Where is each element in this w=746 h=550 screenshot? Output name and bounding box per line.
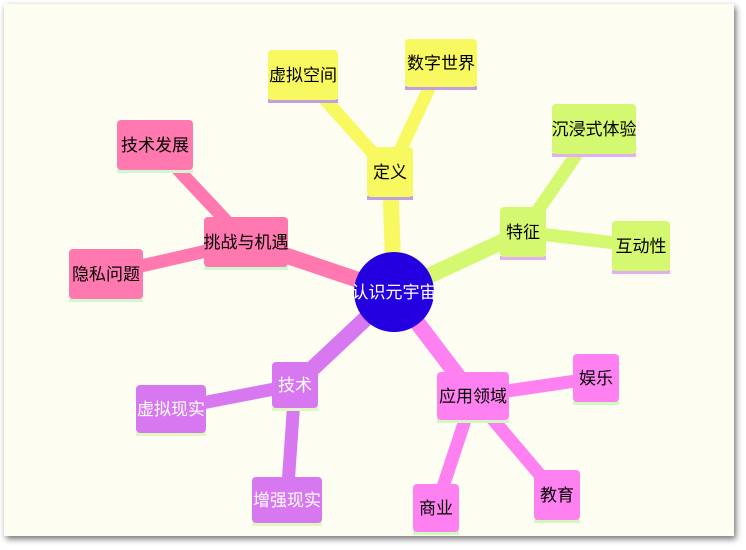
node-box bbox=[413, 484, 459, 532]
node-label: 教育 bbox=[540, 486, 574, 506]
node-label: 特征 bbox=[506, 223, 540, 243]
node-box bbox=[117, 120, 193, 170]
leaf-node[interactable]: 教育 bbox=[534, 470, 580, 523]
branch-node[interactable]: 应用领域 bbox=[437, 372, 509, 423]
node-underline bbox=[612, 270, 670, 274]
node-label: 隐私问题 bbox=[72, 265, 140, 285]
leaf-node[interactable]: 互动性 bbox=[612, 221, 670, 274]
branch-node[interactable]: 技术 bbox=[272, 362, 318, 411]
node-label: 技术发展 bbox=[121, 136, 189, 156]
node-box bbox=[204, 217, 288, 267]
node-box bbox=[573, 354, 619, 402]
leaf-node[interactable]: 商业 bbox=[413, 484, 459, 535]
leaf-node[interactable]: 技术发展 bbox=[117, 120, 193, 173]
node-label: 沉浸式体验 bbox=[552, 120, 637, 140]
root-label: 认识元宇宙 bbox=[352, 283, 437, 303]
node-box bbox=[552, 104, 636, 154]
node-underline bbox=[272, 407, 318, 411]
leaf-node[interactable]: 娱乐 bbox=[573, 354, 619, 405]
node-box bbox=[534, 470, 580, 520]
node-underline bbox=[367, 196, 413, 200]
node-box bbox=[612, 221, 670, 271]
node-label: 虚拟现实 bbox=[137, 400, 205, 420]
node-underline bbox=[573, 401, 619, 405]
node-underline bbox=[500, 256, 546, 260]
branch-node[interactable]: 定义 bbox=[367, 147, 413, 200]
leaf-node[interactable]: 增强现实 bbox=[252, 477, 322, 526]
leaf-node[interactable]: 虚拟空间 bbox=[268, 50, 338, 103]
node-label: 挑战与机遇 bbox=[204, 233, 289, 253]
node-underline bbox=[69, 298, 143, 302]
root-node[interactable]: 认识元宇宙 bbox=[352, 252, 437, 332]
node-box bbox=[367, 147, 413, 197]
leaf-node[interactable]: 虚拟现实 bbox=[136, 385, 206, 436]
leaf-node[interactable]: 沉浸式体验 bbox=[552, 104, 637, 157]
node-underline bbox=[437, 419, 509, 423]
node-underline bbox=[534, 519, 580, 523]
node-label: 虚拟空间 bbox=[269, 66, 337, 86]
node-box bbox=[272, 362, 318, 408]
node-label: 数字世界 bbox=[407, 54, 475, 74]
node-underline bbox=[136, 432, 206, 436]
leaf-node[interactable]: 数字世界 bbox=[405, 39, 477, 90]
node-label: 增强现实 bbox=[253, 491, 321, 511]
node-label: 娱乐 bbox=[579, 369, 613, 389]
node-underline bbox=[413, 531, 459, 535]
node-label: 互动性 bbox=[616, 237, 667, 257]
node-underline bbox=[117, 169, 193, 173]
node-label: 应用领域 bbox=[439, 387, 507, 407]
node-box bbox=[500, 207, 546, 257]
node-label: 技术 bbox=[278, 376, 312, 396]
node-box bbox=[405, 39, 477, 87]
node-box bbox=[268, 50, 338, 100]
node-underline bbox=[204, 266, 288, 270]
node-box bbox=[252, 477, 322, 523]
node-underline bbox=[268, 99, 338, 103]
node-label: 商业 bbox=[419, 499, 453, 519]
node-underline bbox=[252, 522, 322, 526]
node-label: 定义 bbox=[373, 163, 407, 183]
node-underline bbox=[552, 153, 636, 157]
branch-node[interactable]: 特征 bbox=[500, 207, 546, 260]
node-box bbox=[69, 249, 143, 299]
root-circle bbox=[354, 252, 434, 332]
branch-node[interactable]: 挑战与机遇 bbox=[204, 217, 289, 270]
leaf-node[interactable]: 隐私问题 bbox=[69, 249, 143, 302]
node-box bbox=[437, 372, 509, 420]
node-box bbox=[136, 385, 206, 433]
node-underline bbox=[405, 86, 477, 90]
